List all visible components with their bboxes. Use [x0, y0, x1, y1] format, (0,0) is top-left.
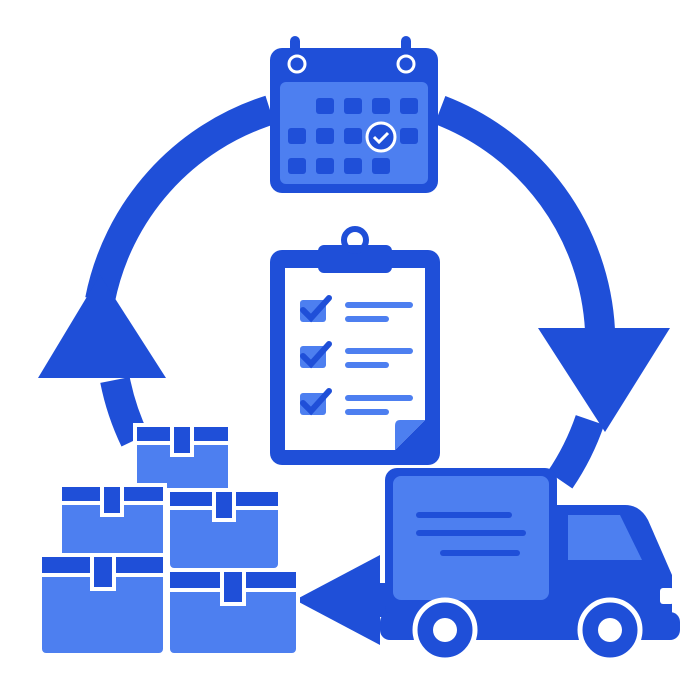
clipboard-checklist-icon [270, 226, 440, 465]
arrowhead-down-icon [538, 328, 670, 432]
calendar-icon [270, 36, 438, 193]
box [133, 423, 232, 502]
box [38, 553, 167, 657]
delivery-truck-icon [380, 468, 680, 663]
box [166, 488, 282, 572]
box [166, 568, 300, 657]
arrowhead-up-icon [38, 275, 166, 378]
cycle-arrow-icon [85, 95, 615, 489]
boxes-stack-icon [38, 423, 300, 657]
